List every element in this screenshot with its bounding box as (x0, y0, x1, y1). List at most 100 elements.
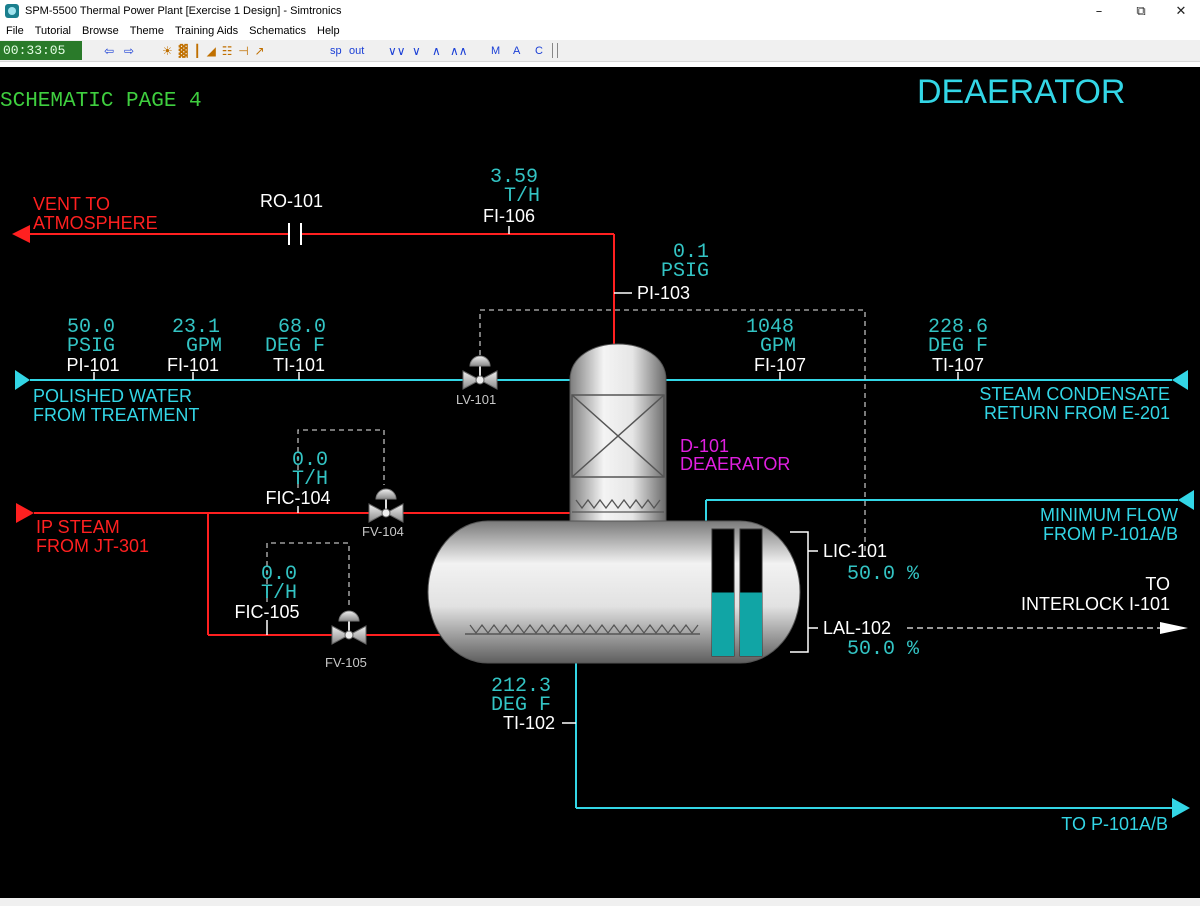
title-bar: SPM-5500 Thermal Power Plant [Exercise 1… (0, 0, 1200, 22)
ti-102-readout[interactable]: 212.3 DEG F TI-102 (491, 675, 555, 733)
menu-browse[interactable]: Browse (82, 25, 119, 37)
fi-101-unit: GPM (186, 335, 222, 358)
fi-106-tag: FI-106 (483, 206, 535, 226)
toolbar-separator (552, 43, 553, 58)
menu-theme[interactable]: Theme (129, 25, 164, 37)
training-tools-icon[interactable]: ☀ ▓ ┃ ◢ ☷ ⊣ ↗ (162, 44, 266, 58)
page-title: DEAERATOR (917, 73, 1125, 111)
pi-101-readout[interactable]: 50.0 PSIG PI-101 (66, 316, 119, 375)
app-logo-icon (5, 4, 19, 18)
fic-104-value: 0.0 (292, 449, 328, 472)
fv-104-label: FV-104 (362, 524, 404, 539)
back-arrow-icon[interactable]: ⇦ (104, 44, 115, 58)
pi-103-tag: PI-103 (637, 283, 690, 303)
pi-103-readout[interactable]: 0.1 PSIG PI-103 (637, 241, 709, 303)
pi-101-value: 50.0 (67, 316, 115, 339)
ti-101-value: 68.0 (278, 316, 326, 339)
pi-101-tag: PI-101 (66, 355, 119, 375)
fi-106-value: 3.59 (490, 166, 538, 189)
lic-101-value: 50.0 % (847, 563, 920, 586)
fi-101-value: 23.1 (172, 316, 220, 339)
fi-101-readout[interactable]: 23.1 GPM FI-101 (167, 316, 222, 375)
down-icon[interactable]: ∨ (412, 44, 421, 58)
lic-101-readout[interactable]: LIC-101 50.0 % (823, 541, 920, 586)
fic-105-tag: FIC-105 (234, 602, 299, 622)
restriction-orifice-icon (288, 223, 302, 245)
pi-101-unit: PSIG (67, 335, 115, 358)
interlock-label-2: INTERLOCK I-101 (1021, 594, 1170, 614)
polished-water-label-2: FROM TREATMENT (33, 405, 199, 425)
lv-101-label: LV-101 (456, 392, 496, 407)
output-button[interactable]: out (349, 45, 365, 57)
minimum-flow-line (705, 490, 1194, 522)
fi-101-tag: FI-101 (167, 355, 219, 375)
condensate-label-2: RETURN FROM E-201 (984, 403, 1170, 423)
lal-102-value: 50.0 % (847, 638, 920, 661)
ti-102-tag: TI-102 (503, 713, 555, 733)
ti-107-value: 228.6 (928, 316, 988, 339)
minimum-flow-label-1: MINIMUM FLOW (1040, 505, 1178, 525)
menu-file[interactable]: File (6, 25, 24, 37)
ti-107-tag: TI-107 (932, 355, 984, 375)
close-button[interactable]: ✕ (1175, 3, 1187, 19)
vent-label-2: ATMOSPHERE (33, 213, 158, 233)
fast-down-icon[interactable]: ∨∨ (388, 44, 406, 58)
ti-102-value: 212.3 (491, 675, 551, 698)
lal-102-readout[interactable]: LAL-102 50.0 % (823, 618, 920, 661)
forward-arrow-icon[interactable]: ⇨ (124, 44, 135, 58)
ti-107-unit: DEG F (928, 335, 988, 358)
ti-107-readout[interactable]: 228.6 DEG F TI-107 (928, 316, 988, 375)
fi-107-unit: GPM (760, 335, 796, 358)
fi-107-tag: FI-107 (754, 355, 806, 375)
level-fill-lic-101 (712, 592, 734, 656)
menu-help[interactable]: Help (317, 25, 340, 37)
lic-101-tag: LIC-101 (823, 541, 887, 561)
lv-101-valve-icon[interactable] (462, 355, 498, 390)
auto-mode-button[interactable]: A (513, 45, 521, 57)
instrument-leaders (93, 226, 959, 724)
ip-steam-label-2: FROM JT-301 (36, 536, 149, 556)
menu-training-aids[interactable]: Training Aids (174, 25, 239, 37)
fi-107-value: 1048 (746, 316, 794, 339)
menu-tutorial[interactable]: Tutorial (34, 25, 72, 37)
window-title: SPM-5500 Thermal Power Plant [Exercise 1… (25, 5, 342, 17)
pi-103-unit: PSIG (661, 260, 709, 283)
fic-104-readout[interactable]: 0.0 T/H FIC-104 (265, 449, 330, 508)
fv-104-valve-icon[interactable] (368, 488, 404, 523)
ti-102-unit: DEG F (491, 694, 551, 717)
setpoint-button[interactable]: sp (330, 45, 342, 57)
control-signal-lines (266, 309, 866, 607)
deaerator-tower (569, 343, 667, 522)
fic-104-unit: T/H (292, 468, 328, 491)
ro-101-tag: RO-101 (260, 191, 323, 211)
fic-105-readout[interactable]: 0.0 T/H FIC-105 (234, 563, 299, 622)
polished-water-label-1: POLISHED WATER (33, 386, 192, 406)
menu-schematics[interactable]: Schematics (249, 25, 306, 37)
simulation-clock: 00:33:05 (0, 41, 82, 60)
fi-107-readout[interactable]: 1048 GPM FI-107 (746, 316, 806, 375)
deaerator-name: DEAERATOR (680, 454, 790, 474)
fic-104-tag: FIC-104 (265, 488, 330, 508)
manual-mode-button[interactable]: M (491, 45, 501, 57)
ip-steam-line (16, 503, 570, 636)
toolbar-separator (557, 43, 558, 58)
pi-103-value: 0.1 (673, 241, 709, 264)
vent-line (12, 225, 615, 350)
condensate-return-line (666, 370, 1188, 390)
fic-105-unit: T/H (261, 582, 297, 605)
cascade-mode-button[interactable]: C (535, 45, 543, 57)
interlock-label-1: TO (1145, 574, 1170, 594)
fi-106-readout[interactable]: 3.59 T/H FI-106 (483, 166, 540, 226)
restore-button[interactable]: ⧉ (1136, 3, 1146, 19)
fi-106-unit: T/H (504, 185, 540, 208)
minimize-button[interactable]: – (1095, 3, 1103, 19)
ti-101-readout[interactable]: 68.0 DEG F TI-101 (265, 316, 326, 375)
deaerator-storage-drum (427, 520, 801, 664)
fic-105-value: 0.0 (261, 563, 297, 586)
menu-bar: File Tutorial Browse Theme Training Aids… (0, 22, 1200, 40)
ip-steam-label-1: IP STEAM (36, 517, 120, 537)
fv-105-label: FV-105 (325, 655, 367, 670)
up-icon[interactable]: ∧ (432, 44, 441, 58)
fv-105-valve-icon[interactable] (331, 610, 367, 645)
fast-up-icon[interactable]: ∧∧ (450, 44, 468, 58)
